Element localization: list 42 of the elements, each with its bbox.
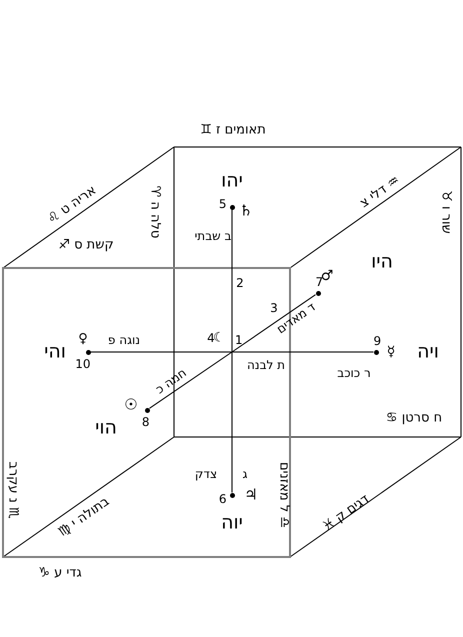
divine-name: יוה [221, 514, 243, 532]
point-number: 5 [218, 198, 226, 210]
sign-label: תאומים ז ♊ [200, 124, 266, 136]
planet-symbol: ♂ [320, 269, 334, 283]
point-number: 2 [236, 277, 244, 289]
planet-name: נוגה פ [108, 334, 140, 346]
point-number: 10 [75, 358, 90, 370]
planet-name: צדק [194, 468, 218, 480]
planet-symbol: ☉ [124, 398, 138, 412]
sign-label: בתולה י ♍ [56, 494, 112, 540]
divine-name: ויה [417, 342, 439, 362]
planet-symbol: ♃ [244, 488, 258, 502]
connector-line [149, 352, 232, 409]
divine-name: הוי [95, 418, 117, 438]
planet-name: ר כוכב [337, 367, 371, 379]
divine-name: היו [371, 252, 393, 272]
point-number: 9 [374, 334, 382, 346]
sign-label: ♒ דלי צ [358, 174, 402, 210]
sign-label: ח סרטן ♋ [386, 412, 442, 424]
sign-label: ♏ נ עקרב [6, 461, 20, 519]
point-number: 3 [270, 302, 278, 314]
divine-name: יהו [221, 172, 243, 190]
sign-label: קשת ס ♐ [58, 238, 114, 252]
sign-label: גדי ע ♑ [38, 566, 82, 580]
planet-symbol: ♀ [78, 332, 88, 346]
point-number: 8 [142, 416, 150, 428]
sign-label: שור ו ♉ [440, 190, 452, 234]
connector-line [232, 294, 316, 352]
point-number: 6 [218, 492, 226, 504]
planet-symbol: ♄ [239, 204, 253, 218]
planet-symbol: ☾ [213, 332, 225, 344]
planet-name: ב שבתי [194, 230, 232, 242]
point-number: 1 [235, 334, 243, 346]
planet-name: ת לבנה [246, 359, 286, 371]
sign-label: אריה ט ♌ [45, 184, 99, 226]
point-number: 4 [207, 332, 215, 344]
planet-letter: ג [242, 468, 248, 480]
sign-label: טלה ה ♈ [148, 186, 162, 238]
divine-name: והי [44, 342, 66, 362]
sign-label: ♎ ל מאזנים [278, 462, 290, 528]
sign-label: דגים ק ♓ [320, 492, 372, 534]
planet-symbol: ☿ [386, 345, 396, 359]
